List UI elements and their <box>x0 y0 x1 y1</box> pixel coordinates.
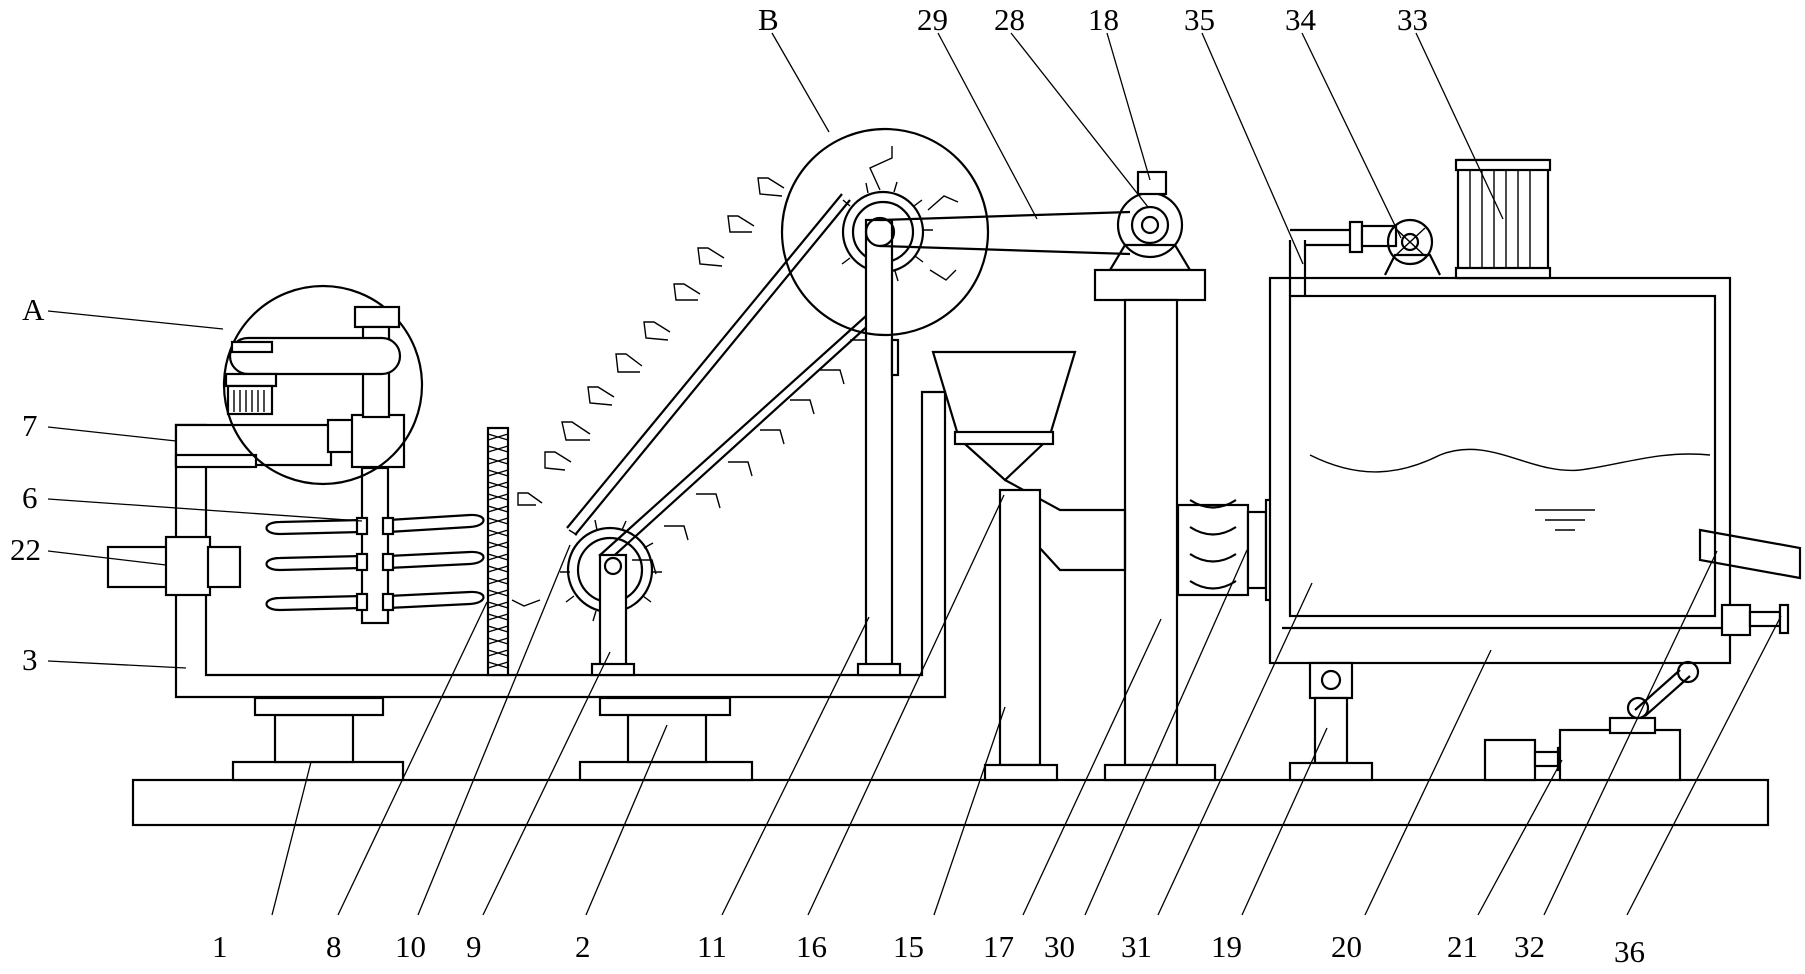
label-35: 35 <box>1184 2 1215 37</box>
detail-b <box>780 127 990 337</box>
circulation-pump <box>1348 218 1441 276</box>
label-17: 17 <box>983 929 1014 964</box>
label-34: 34 <box>1285 2 1317 37</box>
label-20: 20 <box>1331 929 1362 964</box>
label-9: 9 <box>466 929 482 964</box>
label-A: A <box>22 292 45 327</box>
tilting-cylinder <box>1483 716 1682 782</box>
label-10: 10 <box>395 929 426 964</box>
label-7: 7 <box>22 408 38 443</box>
label-31: 31 <box>1121 929 1152 964</box>
label-36: 36 <box>1614 934 1645 969</box>
drive-belt <box>864 210 1131 256</box>
label-21: 21 <box>1447 929 1478 964</box>
leader-lines <box>47 32 1782 916</box>
upright-support <box>856 218 902 677</box>
conveyor-paddles <box>511 146 959 607</box>
washing-tank <box>174 390 947 699</box>
label-16: 16 <box>796 929 827 964</box>
lower-sprocket-support <box>590 553 636 677</box>
label-18: 18 <box>1088 2 1119 37</box>
label-B: B <box>758 2 779 37</box>
settling-tank <box>1268 276 1732 665</box>
label-19: 19 <box>1211 929 1242 964</box>
support-feet <box>231 696 754 782</box>
stirring-blades <box>265 513 485 612</box>
label-6: 6 <box>22 480 38 515</box>
label-32: 32 <box>1514 929 1545 964</box>
filter-screen <box>486 426 510 677</box>
label-11: 11 <box>697 929 727 964</box>
inlet-valve <box>106 535 242 597</box>
label-30: 30 <box>1044 929 1075 964</box>
label-3: 3 <box>22 642 38 677</box>
label-1: 1 <box>212 929 228 964</box>
label-15: 15 <box>893 929 924 964</box>
base-plate <box>131 778 1770 827</box>
label-33: 33 <box>1397 2 1428 37</box>
outlet-pipe <box>1288 228 1350 296</box>
label-8: 8 <box>326 929 342 964</box>
column <box>1093 268 1217 782</box>
linkage <box>1626 660 1700 720</box>
part-labels: A 7 6 22 3 1 8 10 9 2 11 16 15 17 30 31 … <box>10 2 1645 969</box>
tank-legs <box>1288 661 1374 782</box>
drive-motor <box>1108 170 1192 272</box>
label-28: 28 <box>994 2 1025 37</box>
detail-a <box>222 284 424 486</box>
label-2: 2 <box>575 929 591 964</box>
hopper <box>931 350 1127 782</box>
conveyor <box>560 181 933 622</box>
label-22: 22 <box>10 532 41 567</box>
drain-valve <box>1698 528 1802 637</box>
label-29: 29 <box>917 2 948 37</box>
